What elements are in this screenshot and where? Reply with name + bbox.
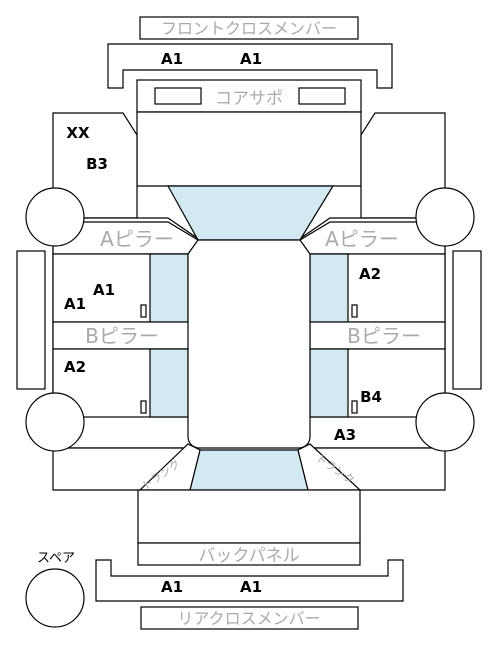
front-cross-member[interactable] — [107, 43, 393, 89]
trunk-lid[interactable] — [137, 489, 361, 544]
side-mirror-left[interactable] — [16, 250, 46, 390]
front-door-right-handle — [351, 304, 358, 318]
code-front-door-left-b: A1 — [64, 295, 86, 313]
back-panel-label: バックパネル — [198, 546, 299, 566]
rear-door-right-window — [309, 348, 349, 418]
code-rear-quarter-right: A3 — [334, 426, 356, 444]
headlight-left — [154, 87, 202, 105]
back-panel[interactable] — [137, 542, 361, 566]
a-pillar-right-label: Aピラー — [325, 227, 399, 251]
front-door-left-window — [149, 253, 189, 323]
code-rear-cross-right: A1 — [240, 578, 262, 596]
b-pillar-right-label: Bピラー — [347, 324, 421, 348]
rear-cross-member-label-box — [140, 606, 359, 630]
core-support-label: コアサポ — [215, 89, 283, 109]
spare-label: スペア — [37, 551, 75, 566]
spare-tire[interactable] — [25, 568, 85, 628]
wheel-front-left[interactable] — [25, 187, 85, 247]
code-rear-door-left: A2 — [64, 358, 86, 376]
code-front-cross-left: A1 — [161, 50, 183, 68]
wheel-rear-left[interactable] — [25, 392, 85, 452]
side-mirror-right[interactable] — [452, 250, 482, 390]
headlight-right — [298, 87, 346, 105]
front-cross-member-label: フロントクロスメンバー — [161, 19, 337, 38]
rear-window[interactable] — [189, 449, 309, 491]
code-front-left-upper: XX — [66, 124, 90, 142]
code-rear-door-right: B4 — [360, 388, 382, 406]
hood[interactable] — [136, 111, 362, 187]
rear-cross-member[interactable] — [95, 559, 404, 602]
front-door-left-handle — [140, 304, 147, 318]
rear-door-right-handle — [351, 400, 358, 414]
rear-door-left-handle — [140, 400, 147, 414]
code-front-cross-right: A1 — [240, 50, 262, 68]
code-front-door-right: A2 — [359, 265, 381, 283]
windshield[interactable] — [166, 185, 335, 241]
a-pillar-left-label: Aピラー — [100, 227, 174, 251]
front-door-right-window — [309, 253, 349, 323]
front-cross-member-label-box — [139, 16, 359, 40]
rear-cross-member-label: リアクロスメンバー — [177, 609, 320, 628]
wheel-rear-right[interactable] — [415, 392, 475, 452]
code-front-door-left-a: A1 — [93, 281, 115, 299]
code-front-left-lower: B3 — [86, 155, 108, 173]
wheel-front-right[interactable] — [415, 187, 475, 247]
roof[interactable] — [187, 239, 311, 449]
b-pillar-left-label: Bピラー — [85, 324, 159, 348]
code-rear-cross-left: A1 — [161, 578, 183, 596]
b-pillar-left[interactable] — [52, 321, 191, 350]
rear-door-left-window — [149, 348, 189, 418]
